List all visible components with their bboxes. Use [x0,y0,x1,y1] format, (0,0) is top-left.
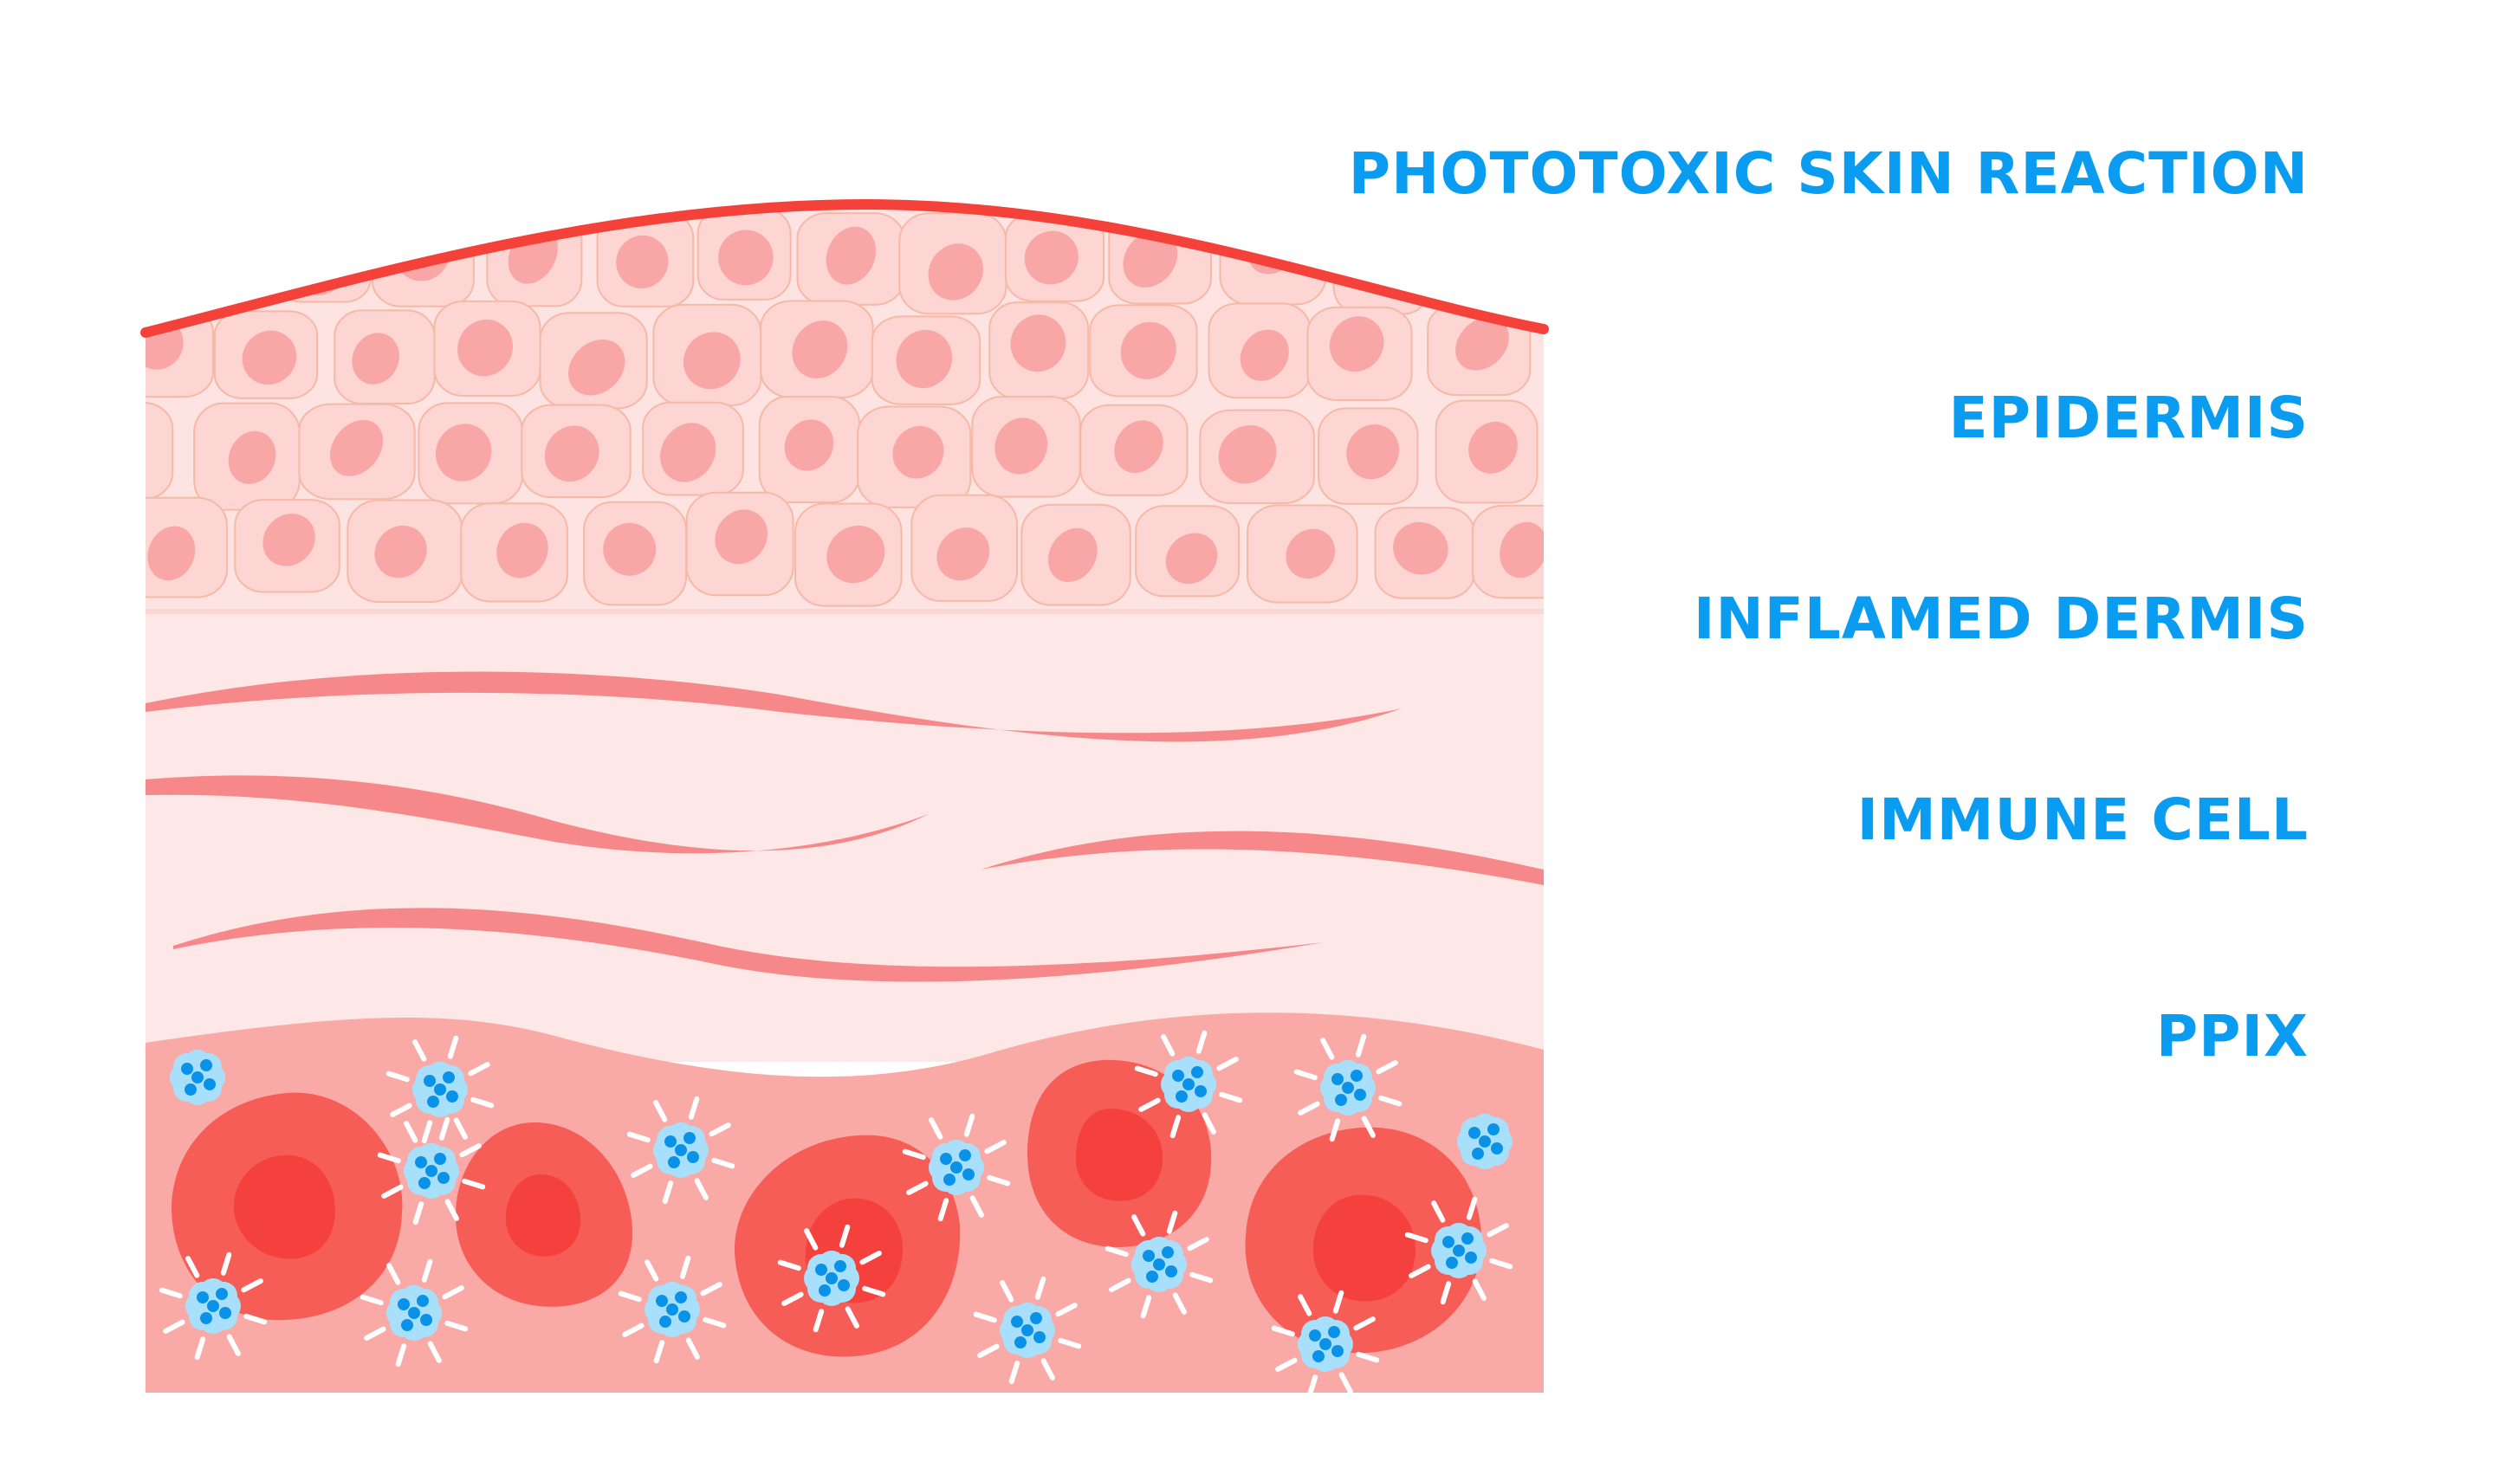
cell-nucleus [1455,317,1509,371]
keratinocyte-cell [146,402,174,501]
cell-nucleus [329,419,384,476]
cell-nucleus [683,332,741,390]
cell-nucleus [1123,230,1178,288]
cell-nucleus [1240,329,1289,381]
cell-nucleus [715,509,768,565]
cell-nucleus [242,330,297,385]
cell-nucleus [928,243,983,301]
label-ppix: PPIX [2155,1003,2309,1070]
ppix-molecule-icon [1105,1210,1214,1319]
cell-nucleus [79,414,152,488]
ppix-molecule-icon [618,1255,727,1364]
page-title: PHOTOTOXIC SKIN REACTION [1348,140,2309,207]
ppix-molecule-icon [1293,1033,1403,1142]
ppix-molecule-icon [777,1224,886,1333]
label-epidermis: EPIDERMIS [1948,385,2309,451]
cell-nucleus [73,222,146,298]
keratinocyte-cells [73,204,1544,607]
ppix-molecule-icon [902,1113,1011,1222]
cell-nucleus [826,525,885,584]
cell-nucleus [435,424,492,482]
cell-nucleus [457,320,514,377]
ppix-molecule-icon [1404,1196,1513,1305]
cell-nucleus [228,430,276,484]
skin-surface-line [140,198,1549,338]
cell-nucleus [994,417,1048,475]
cell-nucleus [792,320,848,378]
cell-nucleus [1114,420,1163,474]
collagen-fiber [981,831,1544,885]
ppix-molecule-icon [973,1276,1082,1385]
cell-nucleus [603,522,657,576]
ppix-molecule-icon [360,1258,469,1368]
cell-nucleus [496,522,548,579]
label-immune-cell: IMMUNE CELL [1856,786,2309,853]
cell-nucleus [1024,230,1079,285]
keratinocyte-cell [146,216,159,306]
cell-nucleus [1165,533,1218,585]
cell-nucleus [936,527,990,581]
collagen-fiber [173,908,1324,982]
collagen-fibers [146,671,1544,982]
cell-nucleus [784,419,834,471]
cell-nucleus [660,423,716,482]
cell-nucleus [616,235,669,288]
label-inflamed-dermis: INFLAMED DERMIS [1694,585,2309,652]
cell-nucleus [1468,421,1518,474]
cell-nucleus [718,230,774,286]
cell-nucleus [1010,314,1066,372]
ppix-molecule-icon [159,1251,268,1361]
keratinocyte-cell [161,208,269,306]
immune-cell-icon [1245,1127,1482,1354]
collagen-fiber [146,671,1402,742]
cell-nucleus [374,525,427,579]
cell-nucleus [1500,521,1544,579]
keratinocyte-cell [1441,217,1539,312]
ppix-molecule-icon [385,1035,495,1144]
immune-cell-icon [456,1122,632,1307]
cell-nucleus [1329,316,1384,372]
ppix-molecules [159,1030,1513,1399]
ppix-molecule-icon [1134,1030,1243,1139]
cell-nucleus [568,339,625,396]
cell-nucleus [147,526,196,581]
cell-nucleus [1047,527,1098,583]
immune-cells [172,1059,1482,1357]
cell-nucleus [892,425,944,479]
immune-cell-icon [172,1092,403,1321]
cell-nucleus [262,514,315,566]
cell-nucleus [544,425,599,482]
cell-nucleus [826,226,877,285]
cell-nucleus [1393,521,1448,575]
collagen-fiber [146,775,929,854]
cell-nucleus [1346,424,1400,480]
cell-nucleus [1120,321,1176,379]
ppix-molecule-icon [626,1096,735,1205]
ppix-molecule-icon [377,1116,486,1226]
ppix-molecule-icon [170,1050,225,1105]
cell-nucleus [1218,424,1277,484]
cell-nucleus [184,225,234,282]
immune-cell-icon [1027,1059,1212,1247]
cell-nucleus [352,333,399,385]
cell-nucleus [896,329,953,389]
cell-nucleus [1286,528,1336,579]
ppix-molecule-icon [1457,1114,1513,1169]
ppix-molecule-icon [1271,1290,1380,1399]
cell-nucleus [1459,231,1511,284]
